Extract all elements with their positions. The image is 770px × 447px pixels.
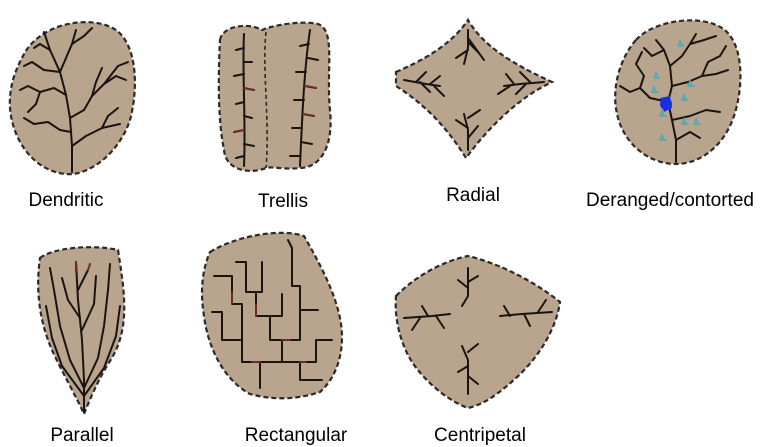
label-trellis: Trellis — [258, 191, 308, 212]
label-rectangular: Rectangular — [245, 425, 348, 446]
radial-basin — [396, 20, 552, 158]
rectangular-pattern — [202, 233, 342, 398]
label-radial: Radial — [446, 185, 500, 206]
label-dendritic: Dendritic — [29, 190, 104, 211]
centripetal-pattern — [396, 256, 560, 408]
label-parallel: Parallel — [50, 425, 113, 446]
dendritic-pattern — [10, 22, 135, 174]
label-deranged: Deranged/contorted — [586, 190, 754, 211]
parallel-pattern — [38, 247, 124, 414]
trellis-pattern — [219, 23, 331, 171]
label-centripetal: Centripetal — [434, 425, 526, 446]
trellis-basin — [219, 23, 331, 171]
radial-pattern — [396, 20, 552, 158]
deranged-basin — [615, 20, 740, 164]
centripetal-basin — [396, 256, 560, 408]
deranged-pattern — [615, 20, 740, 164]
